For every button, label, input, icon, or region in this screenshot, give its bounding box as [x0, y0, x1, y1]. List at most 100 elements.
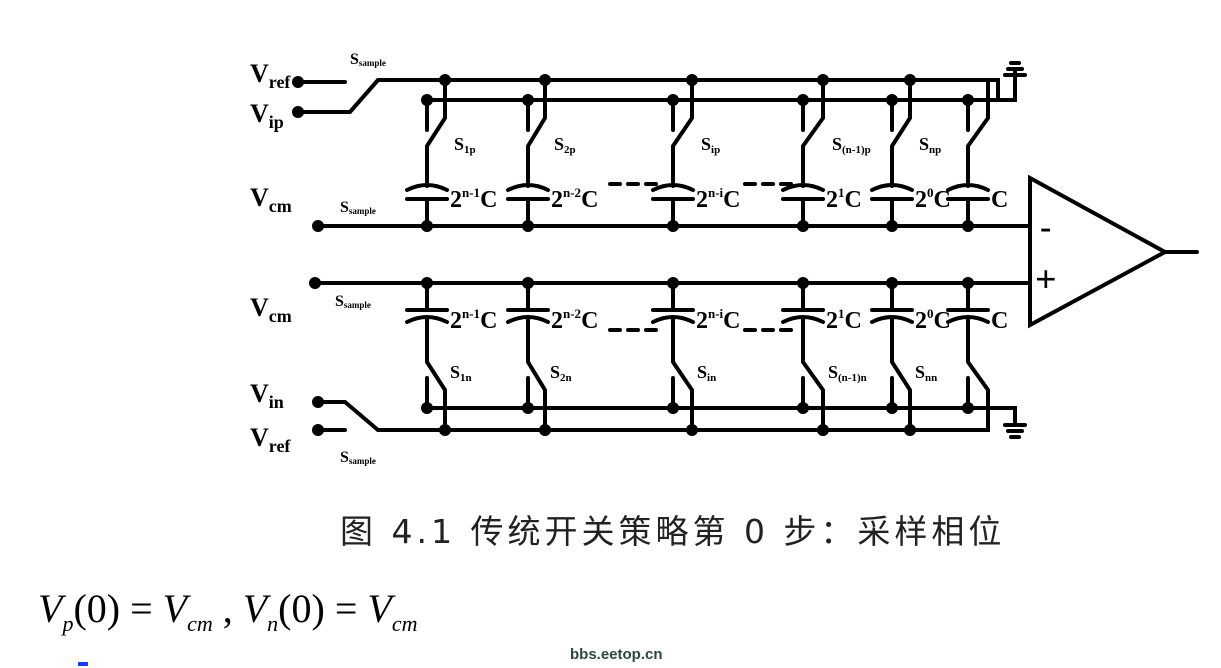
switch-blade-bottom: [781, 315, 825, 432]
s-sample-label: Ssample: [335, 293, 371, 310]
capacitor-label-top: 2n-1C: [450, 185, 497, 213]
eq-sep: ,: [212, 586, 243, 631]
capacitor-label-bottom: 20C: [915, 306, 951, 334]
s-sample-label: Ssample: [340, 449, 376, 466]
junction-dot: [539, 424, 551, 436]
junction-dot: [886, 277, 898, 289]
junction-dot: [667, 277, 679, 289]
junction-dot: [797, 220, 809, 232]
eq-sub-cm: cm: [187, 611, 213, 636]
vcm-top-terminal: [312, 220, 324, 232]
junction-dot: [539, 74, 551, 86]
junction-dot: [886, 220, 898, 232]
switch-label-bottom: S2n: [550, 362, 572, 384]
eq-vp: V: [38, 586, 63, 631]
switch-blade-top: [890, 78, 912, 188]
capacitor-label-bottom: 21C: [826, 306, 862, 334]
junction-dot: [421, 94, 433, 106]
eq-vcm: V: [162, 586, 188, 631]
eq-zero: (0): [73, 586, 121, 631]
junction-dot: [904, 74, 916, 86]
label-vref-bottom: Vref: [250, 423, 291, 456]
ground-icon-bottom: [1003, 423, 1027, 439]
capacitor-plate-curved: [405, 183, 449, 192]
switch-blade-top: [526, 78, 547, 188]
junction-dot: [962, 94, 974, 106]
junction-dot: [522, 277, 534, 289]
eq-sub-n: n: [267, 611, 279, 636]
eq-sub-p: p: [62, 611, 74, 636]
capacitor-label-top: 20C: [915, 185, 951, 213]
vip-bus: [423, 70, 1017, 102]
junction-dot: [686, 74, 698, 86]
switch-blade-bottom: [405, 315, 449, 432]
ground-icon-top: [1003, 61, 1027, 77]
switch-blade-top: [425, 78, 447, 188]
switch-label-top: S2p: [554, 134, 576, 156]
vip-terminal: [292, 106, 304, 118]
capacitor-plate-curved: [781, 183, 825, 192]
junction-dot: [886, 402, 898, 414]
switch-label-bottom: Snn: [915, 362, 937, 384]
capacitor-plate-curved: [870, 183, 914, 192]
switch-label-bottom: S(n-1)n: [828, 362, 867, 384]
junction-dot: [421, 402, 433, 414]
capacitor-label-bottom: 2n-2C: [551, 306, 598, 334]
switch-blade-bottom: [506, 315, 550, 432]
junction-dot: [421, 220, 433, 232]
label-vcm-bottom: Vcm: [250, 293, 292, 326]
equation: Vp(0) = Vcm , Vn(0) = Vcm: [38, 585, 417, 637]
capacitor-plate-curved: [651, 183, 695, 192]
junction-dot: [421, 277, 433, 289]
junction-dot: [797, 94, 809, 106]
label-vref-top: Vref: [250, 59, 291, 92]
switch-blade-top: [671, 78, 694, 188]
switch-blade-bottom: [651, 315, 695, 432]
capacitor-label-top: 2n-iC: [696, 185, 741, 213]
eq-equals-2: =: [324, 586, 368, 631]
vin-terminal: [312, 396, 324, 408]
switch-label-top: S(n-1)p: [832, 134, 871, 156]
comparator-triangle: [1028, 174, 1170, 329]
eq-equals: =: [120, 586, 163, 631]
s-sample-label: Ssample: [340, 199, 376, 216]
junction-dot: [439, 424, 451, 436]
junction-dot: [439, 74, 451, 86]
switch-label-bottom: Sin: [697, 362, 716, 384]
eq-sub-cm-2: cm: [391, 611, 418, 636]
junction-dot: [522, 402, 534, 414]
eq-vn: V: [242, 586, 268, 631]
capacitor-label-bottom: 2n-iC: [696, 306, 741, 334]
junction-dot: [886, 94, 898, 106]
capacitor-label-bottom: 2n-1C: [450, 306, 497, 334]
s-sample-label: Ssample: [350, 51, 386, 68]
capacitor-label-top: C: [991, 187, 1008, 213]
switch-label-bottom: S1n: [450, 362, 472, 384]
junction-dot: [817, 74, 829, 86]
junction-dot: [817, 424, 829, 436]
eq-zero-2: (0): [278, 586, 325, 631]
switch-blade-top: [966, 78, 990, 188]
junction-dot: [962, 402, 974, 414]
switch-blade-top: [801, 78, 825, 188]
junction-dot: [522, 94, 534, 106]
vref-bottom-terminal: [312, 424, 324, 436]
capacitor-label-top: 2n-2C: [551, 185, 598, 213]
junction-dot: [962, 277, 974, 289]
blue-mark: [78, 662, 88, 666]
junction-dot: [797, 402, 809, 414]
label-vcm-top: Vcm: [250, 183, 292, 216]
switch-label-top: Snp: [919, 134, 941, 156]
s-sample-top-switch: [296, 78, 380, 114]
junction-dot: [904, 424, 916, 436]
switch-blade-bottom: [946, 315, 990, 432]
vin-bus: [423, 406, 1017, 427]
vref-top-terminal: [292, 76, 304, 88]
switch-label-top: Sip: [701, 134, 720, 156]
junction-dot: [797, 277, 809, 289]
junction-dot: [686, 424, 698, 436]
switch-label-top: S1p: [454, 134, 476, 156]
figure-caption: 图 4.1 传统开关策略第 0 步：采样相位: [340, 512, 1006, 551]
comparator-minus: -: [1040, 209, 1051, 246]
